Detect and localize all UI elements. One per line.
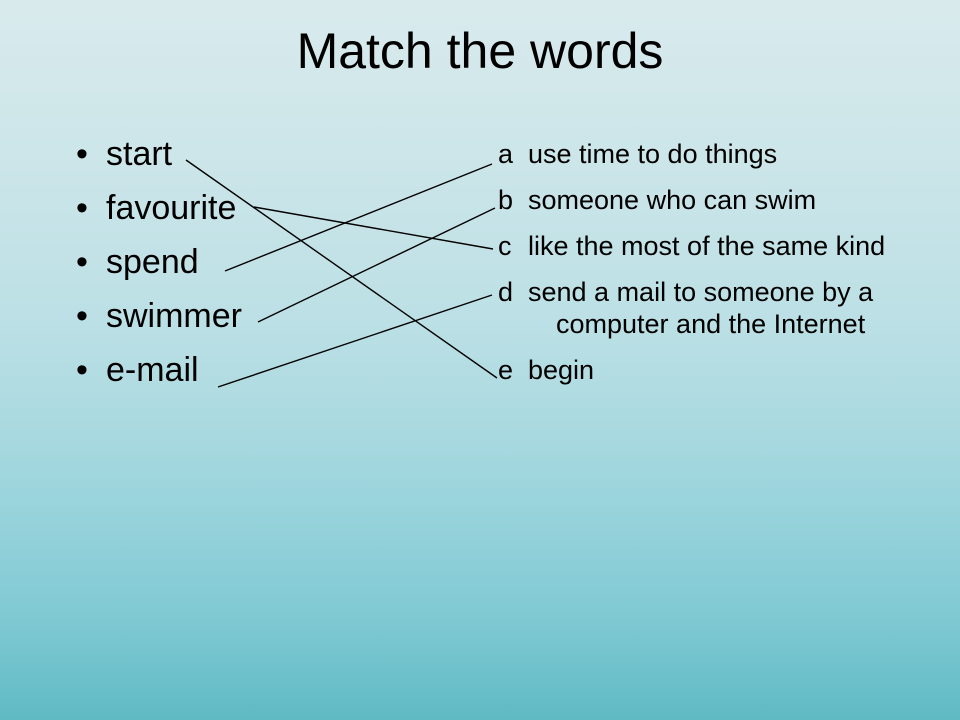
definition-letter: a xyxy=(498,139,514,169)
words-column: • start • favourite • spend • swimmer • … xyxy=(68,134,398,404)
word-item-spend[interactable]: • spend xyxy=(68,242,398,296)
word-item-email[interactable]: • e-mail xyxy=(68,350,398,404)
bullet-icon: • xyxy=(76,135,88,173)
definition-item-a[interactable]: a use time to do things xyxy=(498,138,960,170)
bullet-icon: • xyxy=(76,351,88,389)
word-label: start xyxy=(106,135,173,173)
word-label: e-mail xyxy=(106,351,199,389)
definitions-column: a use time to do things b someone who ca… xyxy=(498,138,960,400)
page-title: Match the words xyxy=(296,23,664,79)
definition-text: like the most of the same kind xyxy=(528,231,886,261)
bullet-icon: • xyxy=(76,189,88,227)
definition-letter: c xyxy=(498,231,512,261)
definition-text-line2: computer and the Internet xyxy=(556,309,866,339)
bullet-icon: • xyxy=(76,297,88,335)
bullet-icon: • xyxy=(76,243,88,281)
word-item-swimmer[interactable]: • swimmer xyxy=(68,296,398,350)
definition-text: send a mail to someone by a xyxy=(528,277,874,307)
definition-letter: b xyxy=(498,185,514,215)
word-item-start[interactable]: • start xyxy=(68,134,398,188)
definition-item-d[interactable]: d send a mail to someone by a computer a… xyxy=(498,276,960,340)
definition-letter: d xyxy=(498,277,514,307)
word-label: swimmer xyxy=(106,297,242,335)
definition-text: begin xyxy=(528,355,595,385)
definition-text: someone who can swim xyxy=(528,185,817,215)
definition-item-b[interactable]: b someone who can swim xyxy=(498,184,960,216)
definition-item-c[interactable]: c like the most of the same kind xyxy=(498,230,960,262)
definition-item-e[interactable]: e begin xyxy=(498,354,960,386)
word-item-favourite[interactable]: • favourite xyxy=(68,188,398,242)
definition-letter: e xyxy=(498,355,514,385)
definition-text: use time to do things xyxy=(528,139,778,169)
word-label: spend xyxy=(106,243,199,281)
word-label: favourite xyxy=(106,189,237,227)
